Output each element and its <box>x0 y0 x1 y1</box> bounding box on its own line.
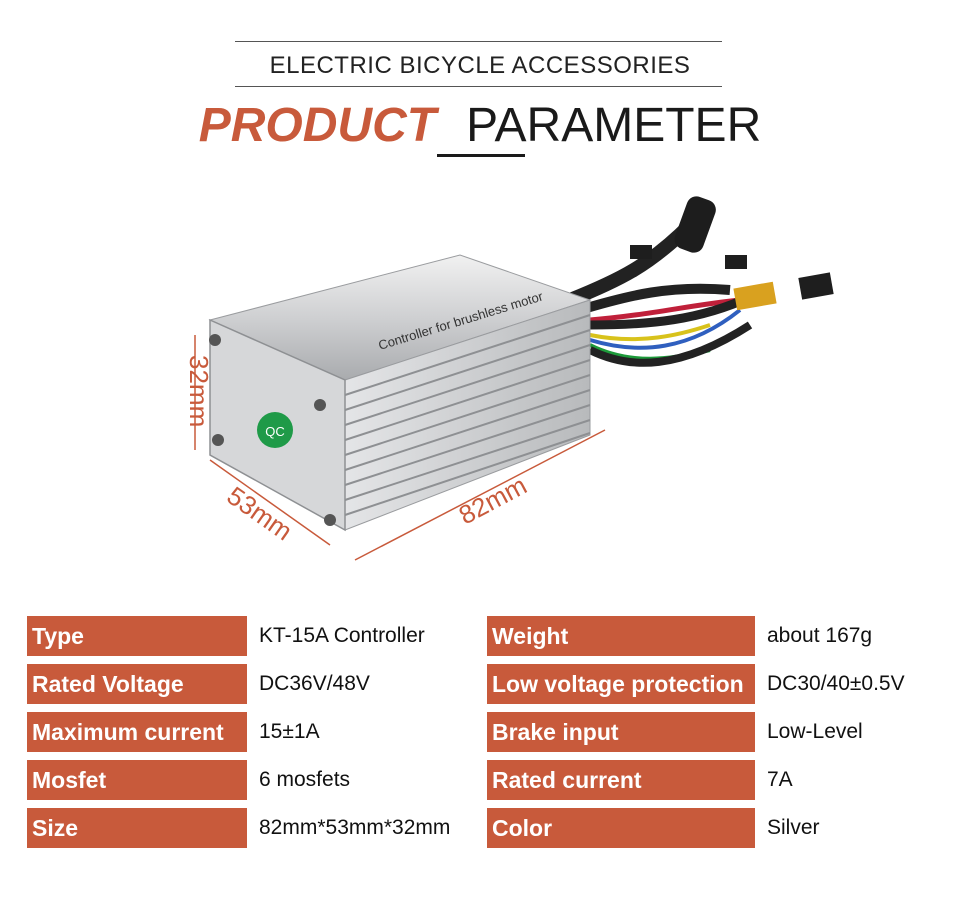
spec-value: 15±1A <box>259 720 320 743</box>
spec-value: DC30/40±0.5V <box>767 672 905 695</box>
screw-icon <box>209 334 221 346</box>
spec-value: 7A <box>767 768 793 791</box>
spec-row: Maximum current 15±1A Brake input Low-Le… <box>27 712 932 752</box>
spec-value: Silver <box>767 816 820 839</box>
spec-row: Type KT-15A Controller Weight about 167g <box>27 616 932 656</box>
cooling-fins <box>344 314 591 516</box>
spec-value: KT-15A Controller <box>259 624 425 647</box>
dimension-lines <box>194 335 606 561</box>
page-title: PRODUCT PARAMETER <box>0 98 960 154</box>
page-header: ELECTRIC BICYCLE ACCESSORIES PRODUCT PARA… <box>0 0 960 170</box>
spec-row: Size 82mm*53mm*32mm Color Silver <box>27 808 932 848</box>
spec-value: DC36V/48V <box>259 672 370 695</box>
screw-icon <box>314 399 326 411</box>
qc-badge-text: QC <box>265 424 285 439</box>
spec-row: Rated Voltage DC36V/48V Low voltage prot… <box>27 664 932 704</box>
spec-label: Color <box>487 808 755 848</box>
spec-label: Mosfet <box>27 760 247 800</box>
screw-icon <box>212 434 224 446</box>
spec-label: Rated current <box>487 760 755 800</box>
spec-value: Low-Level <box>767 720 863 743</box>
page-subtitle: ELECTRIC BICYCLE ACCESSORIES <box>269 52 691 79</box>
header-rule-top <box>235 41 722 42</box>
spec-value: about 167g <box>767 624 873 647</box>
spec-value: 6 mosfets <box>259 768 351 791</box>
dimension-height-label: 32mm <box>184 355 214 427</box>
product-image: QC Controller for brushless motor 32mm 5… <box>150 185 850 585</box>
wire-bundle <box>567 196 834 367</box>
spec-value: 82mm*53mm*32mm <box>259 816 451 839</box>
spec-table: Type KT-15A Controller Weight about 167g… <box>27 616 932 856</box>
controller-illustration: QC Controller for brushless motor 32mm 5… <box>184 196 834 561</box>
spec-row: Mosfet 6 mosfets Rated current 7A <box>27 760 932 800</box>
screw-icon <box>324 514 336 526</box>
spec-label: Maximum current <box>27 712 247 752</box>
title-underline <box>437 154 525 157</box>
spec-label: Type <box>27 616 247 656</box>
spec-label: Rated Voltage <box>27 664 247 704</box>
title-parameter: PARAMETER <box>466 99 762 152</box>
qc-badge-icon <box>257 412 293 448</box>
spec-label: Brake input <box>487 712 755 752</box>
spec-label: Size <box>27 808 247 848</box>
title-product: PRODUCT <box>198 99 437 152</box>
spec-label: Weight <box>487 616 755 656</box>
header-rule-bottom <box>235 86 722 87</box>
spec-label: Low voltage protection <box>487 664 755 704</box>
